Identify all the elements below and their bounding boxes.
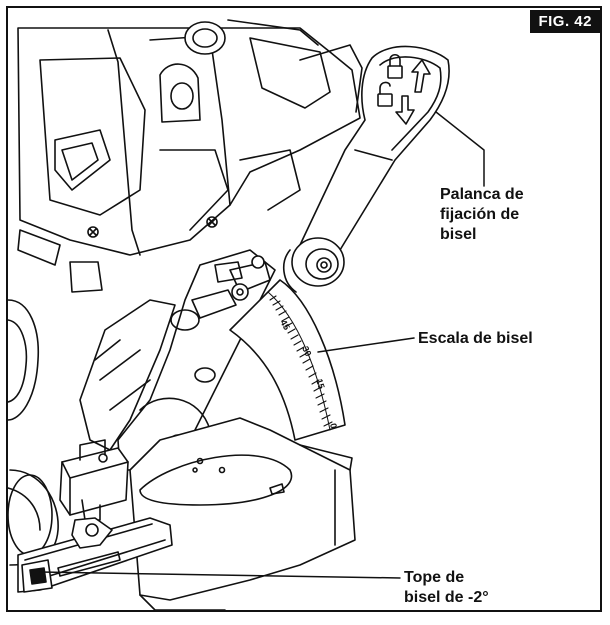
scale-mark-30: 30 (300, 345, 313, 358)
figure-number-badge: FIG. 42 (530, 10, 600, 33)
leader-stop (39, 571, 401, 579)
figure-frame (6, 6, 602, 612)
label-line: Tope de (404, 569, 465, 586)
bevel-stop (59, 439, 129, 549)
leader-lines (39, 111, 485, 579)
scale-mark-0: 0 (328, 422, 339, 429)
leader-lever (435, 111, 485, 187)
leader-scale (317, 337, 415, 353)
motor-housing (17, 19, 363, 293)
label-bevel-scale: Escala de bisel (418, 330, 533, 347)
bevel-scale-sector: 45 30 15 0 (229, 279, 346, 441)
label-bevel-stop: Tope de bisel de -2° (404, 568, 489, 608)
label-line: bisel de -2° (404, 589, 489, 606)
label-line: fijación de (440, 206, 520, 223)
bevel-arm (79, 249, 276, 471)
label-line: Palanca de (440, 186, 524, 203)
label-line: bisel (440, 226, 477, 243)
unlock-icon (377, 81, 393, 107)
fence-rail (17, 517, 173, 593)
arrow-down-icon (395, 95, 415, 125)
label-bevel-lock-lever: Palanca de fijación de bisel (440, 185, 524, 245)
lock-icon (387, 53, 403, 79)
scale-mark-45: 45 (278, 318, 292, 332)
bevel-lock-lever (283, 45, 450, 293)
arrow-up-icon (411, 59, 431, 93)
scale-ticks (269, 295, 333, 427)
scale-mark-15: 15 (314, 378, 327, 391)
